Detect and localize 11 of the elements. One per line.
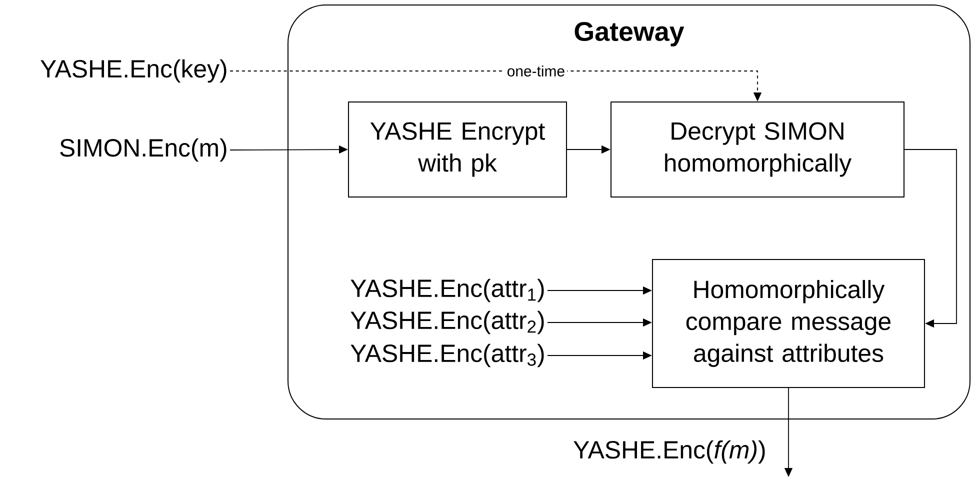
process-box: Homomorphically compare message against attributes	[652, 259, 925, 388]
input-label: YASHE.Enc(attr$_{3}$)	[350, 344, 544, 368]
input-label: YASHE.Enc(attr$_{2}$)	[350, 310, 544, 334]
input-label: YASHE.Enc(key)	[40, 59, 226, 83]
arrow	[904, 149, 957, 328]
process-box: YASHE Encrypt with pk	[348, 102, 567, 198]
process-box: Decrypt SIMON homomorphically	[610, 102, 904, 198]
edge-label: one-time	[504, 64, 568, 78]
input-label: SIMON.Enc(m)	[60, 138, 226, 162]
edge-label: YASHE.Enc(f(m))	[571, 438, 768, 466]
input-label: YASHE.Enc(attr$_{1}$)	[350, 278, 544, 302]
